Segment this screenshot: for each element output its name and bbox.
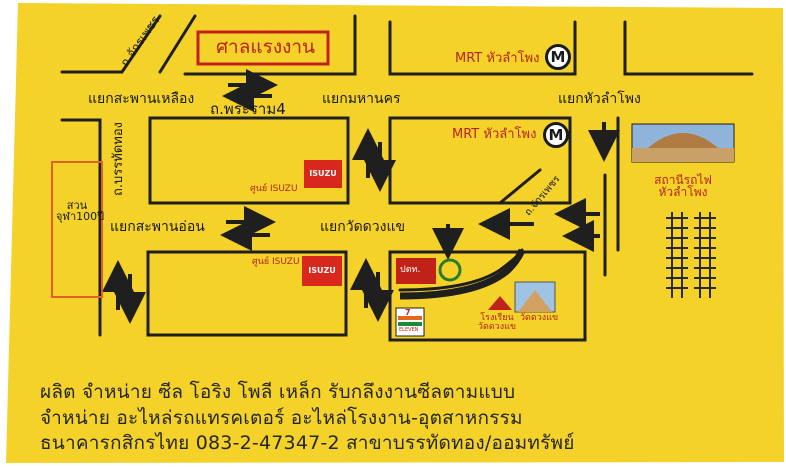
station-photo [631, 123, 735, 163]
block-isuzu-top [148, 116, 350, 205]
intersection-wat-duangkhae-label: แยกวัดดวงแข [320, 219, 406, 235]
road-chak-phet-diagonal [498, 168, 542, 205]
labour-court-label: ศาลแรงงาน [216, 36, 316, 58]
footer-line-2: จำหน่าย อะไหล่รถแทรคเตอร์ อะไหล่โรงงาน-อ… [40, 407, 523, 429]
temple-name-label: วัดดวงแข [520, 313, 559, 323]
block-isuzu-bottom [146, 250, 348, 337]
curve-road-thick [399, 248, 526, 300]
school-name-label: โรงเรียนวัดดวงแข [477, 313, 517, 332]
ptt-logo [438, 258, 462, 282]
station-name-label: สถานีรถไฟหัวลำโพง [654, 173, 712, 199]
road-top-mid [183, 14, 357, 76]
mrt-mid-label: MRT หัวลำโพง [452, 127, 537, 142]
isuzu-center-bottom-label: ศูนย์ ISUZU [252, 257, 300, 267]
isuzu-center-top-label: ศูนย์ ISUZU [250, 184, 298, 194]
intersection-saphan-lueang-label: แยกสะพานเหลือง [88, 91, 195, 107]
school-icon [488, 296, 512, 310]
labour-court-box [196, 30, 330, 66]
mrt-top-icon: M [545, 44, 571, 70]
isuzu-badge-bottom: ISUZU [302, 256, 342, 286]
road-banthat-thong-label: ถ.บรรทัดทอง [111, 122, 126, 196]
mrt-top-label: MRT หัวลำโพง [455, 51, 540, 66]
seven-eleven-word: ELEVEN [399, 327, 419, 333]
road-top-far-right [623, 20, 754, 76]
railway-tracks [666, 212, 716, 298]
ptt-box [396, 258, 436, 284]
footer-line-1: ผลิต จำหน่าย ซีล โอริง โพลี เหล็ก รับกลึ… [40, 381, 516, 403]
temple-photo [514, 281, 556, 313]
road-rama4-label: ถ.พระราม4 [210, 100, 286, 118]
footer-line-3: ธนาคารกสิกรไทย 083-2-47347-2 สาขาบรรทัดท… [40, 432, 575, 454]
intersection-hua-lamphong-label: แยกหัวลำโพง [558, 91, 641, 107]
mrt-mid-icon: M [543, 122, 569, 148]
road-left-vertical [60, 118, 102, 337]
park-name-label: สวนจุฬา100ปี [56, 199, 105, 223]
seven-eleven-label: 7 [405, 308, 411, 317]
ptt-label: ปตท. [400, 265, 421, 275]
intersection-saphan-on-label: แยกสะพานอ่อน [110, 219, 205, 235]
road-top-right [388, 20, 577, 76]
isuzu-badge-top: ISUZU [304, 160, 342, 188]
intersection-mahanakhon-label: แยกมหานคร [322, 91, 401, 107]
road-top-left-2 [158, 14, 197, 74]
road-top-left [60, 14, 162, 74]
park-box [51, 161, 103, 298]
